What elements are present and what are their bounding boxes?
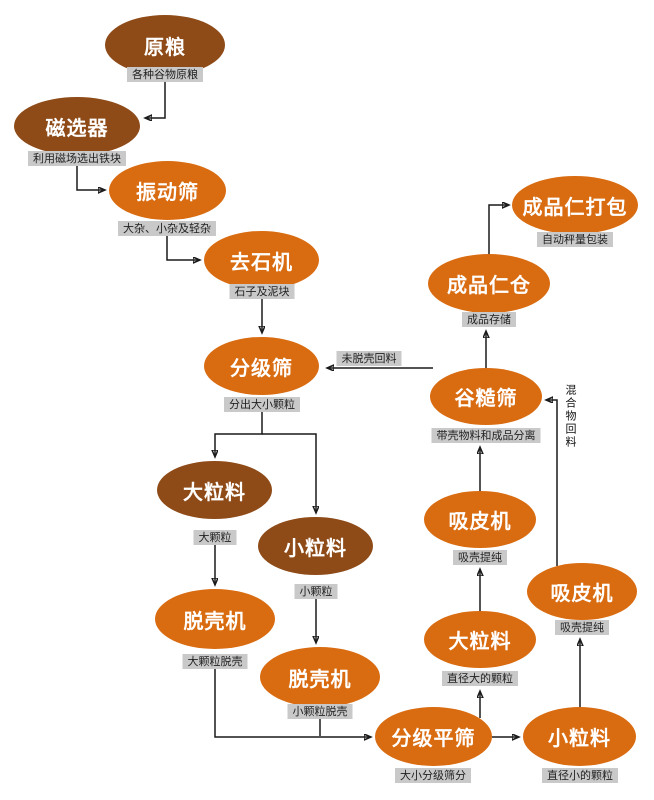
node-husker-small: 脱壳机: [260, 647, 380, 707]
node-grading-screen-desc: 分出大小颗粒: [224, 397, 300, 412]
node-destoner-label: 去石机: [230, 249, 293, 274]
node-large-particles-right: 大粒料: [424, 611, 536, 668]
node-large-particles-left-label: 大粒料: [183, 479, 246, 504]
edge-vibrating-to-destoner: [166, 236, 199, 260]
node-vibrating-screen-label: 振动筛: [136, 180, 199, 204]
node-paddy-screen: 谷糙筛: [430, 368, 542, 425]
node-small-particles-right-desc: 直径小的颗粒: [542, 768, 618, 783]
node-grading-flat-screen: 分级平筛: [375, 707, 492, 766]
node-large-particles-right-desc: 直径大的颗粒: [442, 671, 518, 686]
node-finished-kernel-packing-label: 成品仁打包: [522, 194, 628, 219]
node-large-particles-right-label: 大粒料: [448, 629, 512, 653]
node-grading-flat-screen-label: 分级平筛: [391, 726, 476, 750]
node-raw-grain: 原粮: [105, 15, 225, 75]
node-husker-small-desc: 小颗粒脱壳: [287, 704, 353, 719]
node-husker-large-desc: 大颗粒脱壳: [182, 654, 248, 669]
node-finished-kernel-packing: 成品仁打包: [512, 176, 638, 234]
node-magnetic-separator-label: 磁选器: [45, 115, 109, 140]
node-raw-grain-desc: 各种谷物原粮: [127, 67, 203, 82]
node-destoner: 去石机: [204, 231, 319, 289]
node-grading-flat-screen-desc: 大小分级筛分: [395, 768, 471, 783]
node-peel-suction-left-desc: 吸壳提纯: [453, 550, 507, 565]
node-vibrating-screen-desc: 大杂、小杂及轻杂: [118, 221, 216, 236]
edge-label-mixture-return: 混合物回料: [564, 384, 577, 449]
edge-grading-to-small-left: [262, 433, 316, 512]
node-finished-kernel-packing-desc: 自动秤量包装: [537, 232, 613, 247]
edge-husker-large-to-flat: [214, 669, 370, 737]
node-small-particles-right: 小粒料: [523, 707, 636, 766]
edge-grading-to-large-left: [215, 411, 263, 456]
node-peel-suction-right-label: 吸皮机: [550, 581, 614, 605]
node-small-particles-left: 小粒料: [258, 517, 373, 575]
node-paddy-screen-label: 谷糙筛: [454, 386, 518, 410]
node-peel-suction-left-label: 吸皮机: [448, 509, 512, 533]
node-raw-grain-label: 原粮: [144, 34, 186, 59]
node-small-particles-left-desc: 小颗粒: [294, 584, 338, 599]
node-finished-kernel-bin-desc: 成品存储: [462, 312, 516, 327]
node-finished-kernel-bin: 成品仁仓: [428, 254, 550, 313]
edge-bin-to-packing: [488, 205, 508, 254]
edge-raw-to-magnetic: [146, 82, 166, 118]
node-vibrating-screen: 振动筛: [109, 161, 226, 220]
edge-label-unhusked-return: 未脱壳回料: [336, 351, 402, 366]
node-large-particles-left: 大粒料: [157, 461, 272, 519]
edge-magnetic-to-vibrating: [76, 166, 104, 190]
node-peel-suction-left: 吸皮机: [424, 491, 536, 548]
node-magnetic-separator: 磁选器: [14, 97, 140, 155]
node-paddy-screen-desc: 带壳物料和成品分离: [431, 428, 541, 443]
node-small-particles-right-label: 小粒料: [548, 726, 611, 750]
node-grading-screen: 分级筛: [204, 337, 319, 395]
node-peel-suction-right-desc: 吸壳提纯: [555, 620, 609, 635]
node-peel-suction-right: 吸皮机: [527, 563, 637, 620]
node-husker-large-label: 脱壳机: [183, 608, 247, 633]
node-finished-kernel-bin-label: 成品仁仓: [447, 273, 531, 297]
node-large-particles-left-desc: 大颗粒: [193, 530, 237, 545]
node-magnetic-separator-desc: 利用磁场选出铁块: [28, 151, 126, 166]
node-destoner-desc: 石子及泥块: [229, 284, 295, 299]
node-grading-screen-label: 分级筛: [230, 355, 293, 380]
node-husker-large: 脱壳机: [155, 589, 275, 649]
edge-suction-right-to-paddy: [547, 400, 558, 566]
node-husker-small-label: 脱壳机: [288, 666, 352, 691]
node-small-particles-left-label: 小粒料: [284, 535, 347, 560]
